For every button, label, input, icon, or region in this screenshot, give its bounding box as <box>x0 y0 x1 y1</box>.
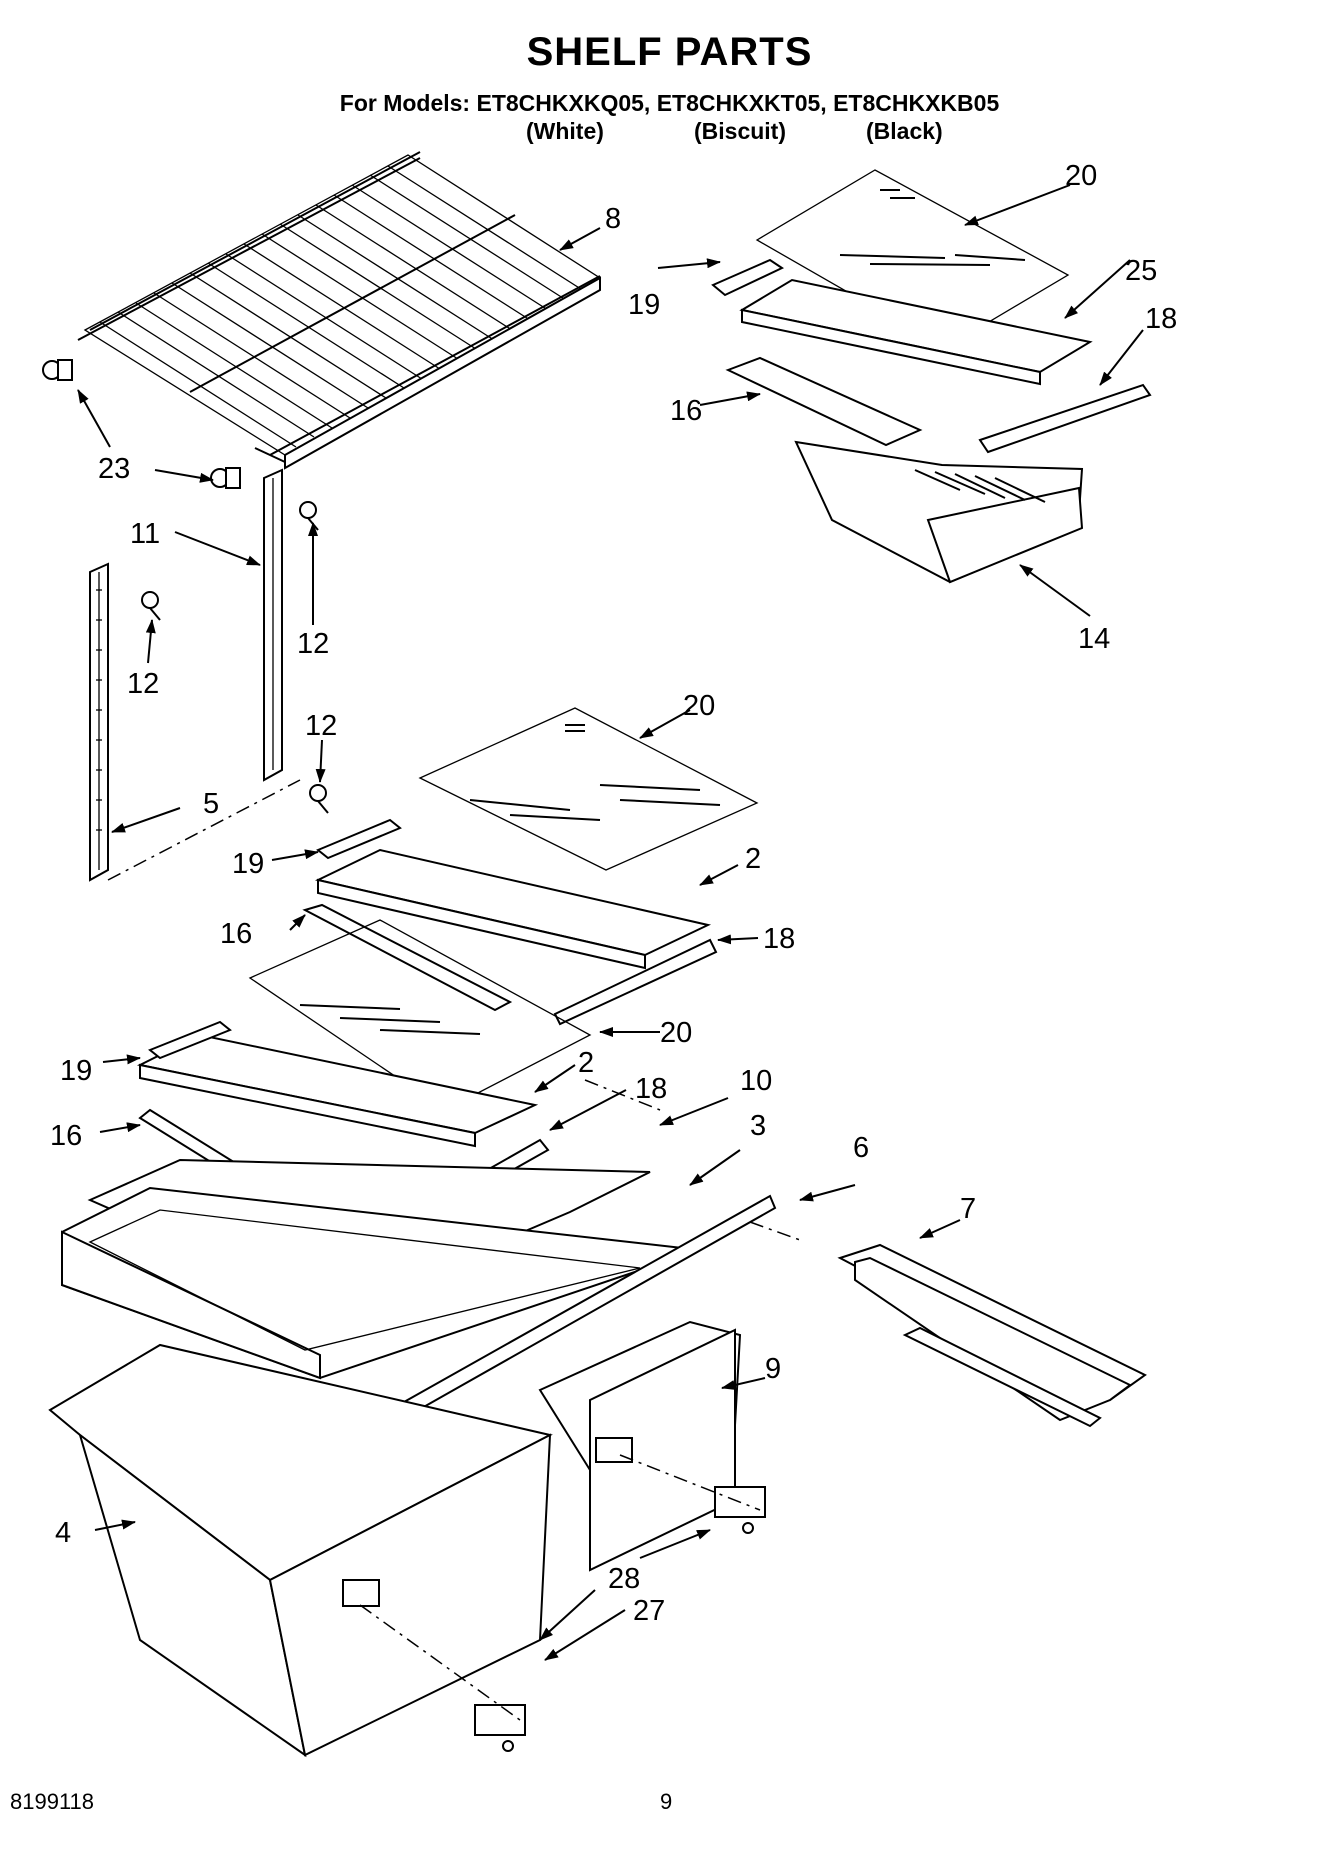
callout-4: 4 <box>55 1517 71 1549</box>
callout-5: 5 <box>203 788 219 820</box>
page-title: SHELF PARTS <box>526 30 813 74</box>
middle-glass-shelf-part <box>418 707 759 871</box>
lower-glass-shelf-part <box>248 919 592 1111</box>
callout-6: 6 <box>853 1132 869 1164</box>
callout-20: 20 <box>660 1017 692 1049</box>
callout-19: 19 <box>232 848 264 880</box>
color-white: (White) <box>526 118 604 144</box>
models-line: For Models: ET8CHKXKQ05, ET8CHKXKT05, ET… <box>339 90 1000 116</box>
callout-18: 18 <box>635 1073 667 1105</box>
callout-3: 3 <box>750 1110 766 1142</box>
callout-12: 12 <box>305 710 337 742</box>
color-black: (Black) <box>866 118 943 144</box>
page-number: 9 <box>660 1789 673 1814</box>
crisper-cover-frame-part <box>61 1186 701 1380</box>
callout-18: 18 <box>1145 303 1177 335</box>
callout-8: 8 <box>605 203 621 235</box>
callout-12: 12 <box>297 628 329 660</box>
callout-20: 20 <box>1065 160 1097 192</box>
callout-23: 23 <box>98 453 130 485</box>
callout-11: 11 <box>130 518 160 550</box>
construction-lines <box>107 779 801 1721</box>
callout-19: 19 <box>628 289 660 321</box>
callout-25: 25 <box>1125 255 1157 287</box>
callout-27: 27 <box>633 1595 665 1627</box>
left-crisper-drawer-part <box>48 1343 553 1758</box>
screws-part <box>141 501 329 814</box>
callout-labels: 20 8 25 19 18 16 23 11 12 14 12 12 20 5 … <box>50 160 1177 1627</box>
leader-lines <box>77 184 1144 1661</box>
callout-19: 19 <box>60 1055 92 1087</box>
crisper-drawer-part <box>794 440 1084 584</box>
right-support-rail-part <box>263 468 283 782</box>
shelf-end-caps-part <box>42 359 241 489</box>
callout-14: 14 <box>1078 623 1110 655</box>
callout-12: 12 <box>127 668 159 700</box>
callout-28: 28 <box>608 1563 640 1595</box>
callout-10: 10 <box>740 1065 772 1097</box>
callout-16: 16 <box>50 1120 82 1152</box>
left-support-rail-part <box>89 562 109 882</box>
callout-2: 2 <box>578 1047 594 1079</box>
callout-9: 9 <box>765 1353 781 1385</box>
upper-shelf-frame-part <box>711 258 1152 454</box>
callout-16: 16 <box>670 395 702 427</box>
callout-18: 18 <box>763 923 795 955</box>
callout-16: 16 <box>220 918 252 950</box>
callout-2: 2 <box>745 843 761 875</box>
right-crisper-drawer-part <box>538 1320 742 1572</box>
drawer-support-part <box>837 1243 1147 1428</box>
color-biscuit: (Biscuit) <box>694 118 786 144</box>
wire-shelf-part <box>77 151 602 470</box>
callout-7: 7 <box>960 1193 976 1225</box>
document-number: 8199118 <box>10 1789 95 1814</box>
middle-shelf-frame-part <box>302 818 718 1026</box>
callout-20: 20 <box>683 690 715 722</box>
